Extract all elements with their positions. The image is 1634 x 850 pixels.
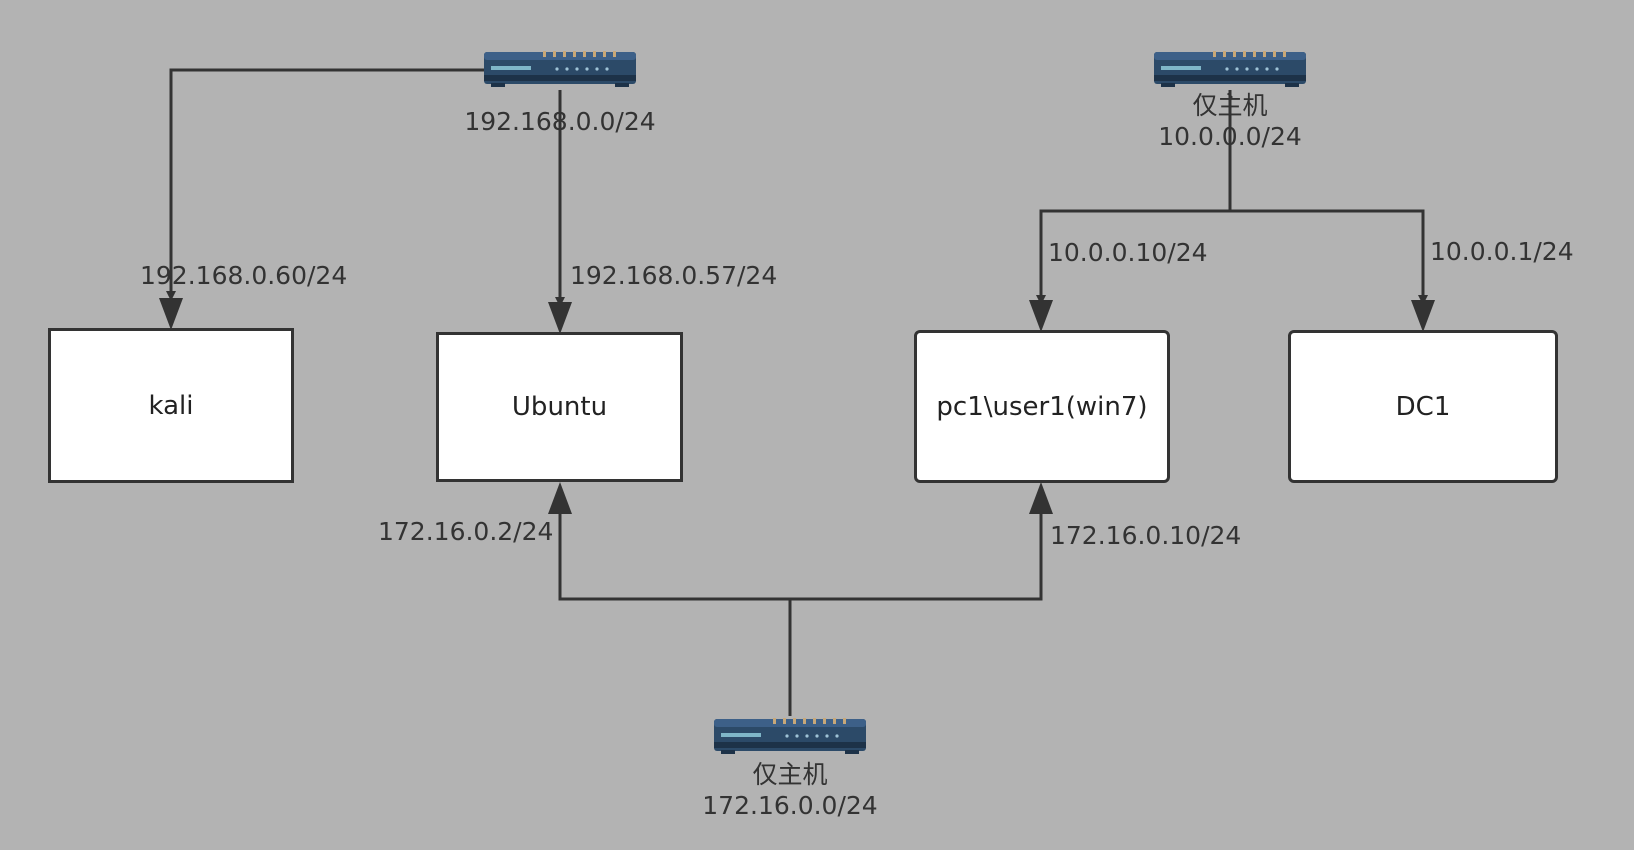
ip-label-ubuntu-external: 192.168.0.57/24 (570, 261, 778, 290)
node-ubuntu[interactable]: Ubuntu (436, 332, 683, 482)
ip-label-pc1-domain: 10.0.0.10/24 (1048, 238, 1208, 267)
switch-top-right-caption: 仅主机 10.0.0.0/24 (1130, 90, 1330, 152)
node-kali[interactable]: kali (48, 328, 294, 483)
switch-bottom-subnet: 172.16.0.0/24 (702, 791, 878, 820)
node-pc1[interactable]: pc1\user1(win7) (914, 330, 1170, 483)
ip-label-dc1: 10.0.0.1/24 (1430, 237, 1574, 266)
switch-bottom-caption: 仅主机 172.16.0.0/24 (690, 759, 890, 821)
arrowhead-dc1 (1411, 300, 1435, 332)
link-switch-bottom-to-ubuntu (555, 501, 790, 601)
switch-bottom-name: 仅主机 (752, 760, 828, 789)
arrowhead-pc1-bottom (1029, 482, 1053, 514)
network-switch-icon (1154, 51, 1306, 87)
ip-label-pc1-internal: 172.16.0.10/24 (1050, 521, 1242, 550)
node-dc1-label: DC1 (1395, 391, 1451, 422)
network-switch-icon (484, 51, 636, 87)
ip-label-kali: 192.168.0.60/24 (140, 261, 348, 290)
link-switch-top-right-to-dc1 (1230, 209, 1428, 305)
switch-top-left-caption: 192.168.0.0/24 (460, 106, 660, 137)
link-switch-top-left-to-kali (166, 68, 486, 301)
switch-top-left-subnet: 192.168.0.0/24 (464, 107, 656, 136)
switch-top-right-subnet: 10.0.0.0/24 (1158, 122, 1302, 151)
arrowhead-ubuntu-top (548, 302, 572, 334)
node-kali-label: kali (148, 390, 194, 421)
node-pc1-label: pc1\user1(win7) (936, 391, 1148, 422)
arrowhead-ubuntu-bottom (548, 482, 572, 514)
ip-label-ubuntu-internal: 172.16.0.2/24 (378, 517, 554, 546)
node-dc1[interactable]: DC1 (1288, 330, 1558, 483)
link-switch-bottom-to-pc1 (790, 501, 1046, 601)
network-switch-icon (714, 718, 866, 754)
link-switch-top-right-to-pc1 (1036, 209, 1230, 305)
arrowhead-pc1-top (1029, 300, 1053, 332)
arrowhead-kali (159, 298, 183, 330)
node-ubuntu-label: Ubuntu (511, 392, 608, 422)
switch-top-right-name: 仅主机 (1192, 91, 1268, 120)
